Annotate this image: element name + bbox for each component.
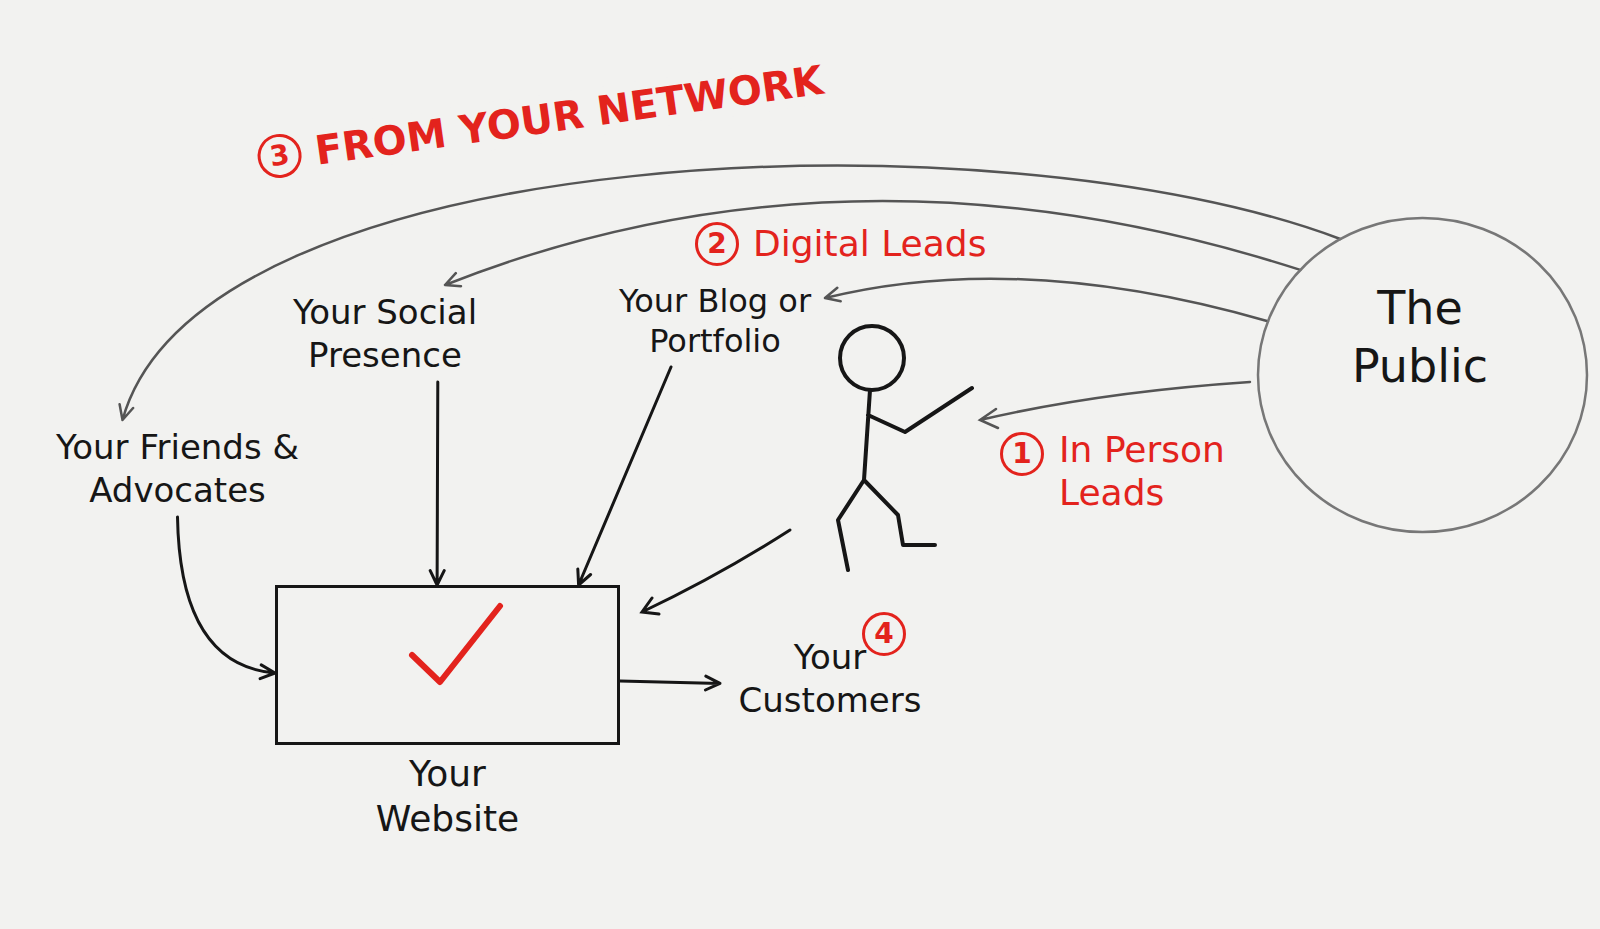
arrow-connector <box>578 367 671 585</box>
arrow-connector <box>445 201 1300 286</box>
callout-number: 2 <box>695 222 739 266</box>
label-group: 4 <box>862 612 906 656</box>
callout-number: 1 <box>1000 432 1044 476</box>
website-rect <box>275 585 620 745</box>
flow-label: In Person Leads <box>1055 428 1255 514</box>
text-node: Your Social Presence <box>265 285 505 382</box>
node-label: The Public <box>1320 280 1520 395</box>
text-node: Your Friends & Advocates <box>40 420 315 517</box>
arrow-connector <box>620 676 720 690</box>
label-group: 1 <box>1000 432 1044 476</box>
text-node: Your Customers <box>720 630 940 727</box>
stick-figure-body <box>838 388 972 570</box>
arrow-connector <box>120 166 1341 420</box>
figure-to-website-arrow <box>642 530 790 614</box>
text-node: Your Blog or Portfolio <box>605 275 825 367</box>
flow-label: FROM YOUR NETWORK <box>308 55 830 175</box>
stick-figure-head <box>840 326 904 390</box>
node-label: Your Friends & Advocates <box>46 426 309 511</box>
label-group: 2Digital Leads <box>695 222 990 266</box>
in-person-arrow <box>980 382 1250 428</box>
node-label: Your Blog or Portfolio <box>611 281 819 361</box>
ellipse-shape <box>1258 218 1587 532</box>
label-group: In Person Leads <box>1055 428 1255 514</box>
check-mark <box>412 606 500 682</box>
arrow-connector <box>430 382 444 585</box>
callout-number: 4 <box>862 612 906 656</box>
website-box: Your Website <box>275 585 620 841</box>
label-group: 3FROM YOUR NETWORK <box>254 55 830 183</box>
public-ellipse: The Public <box>1255 215 1590 535</box>
arrow-connector <box>825 279 1268 322</box>
node-label: Your Customers <box>726 636 934 721</box>
flow-label: Digital Leads <box>749 222 990 265</box>
node-heading: Your Website <box>343 751 553 841</box>
arrow-connector <box>178 517 276 679</box>
node-label: Your Social Presence <box>271 291 499 376</box>
callout-number: 3 <box>255 131 305 181</box>
